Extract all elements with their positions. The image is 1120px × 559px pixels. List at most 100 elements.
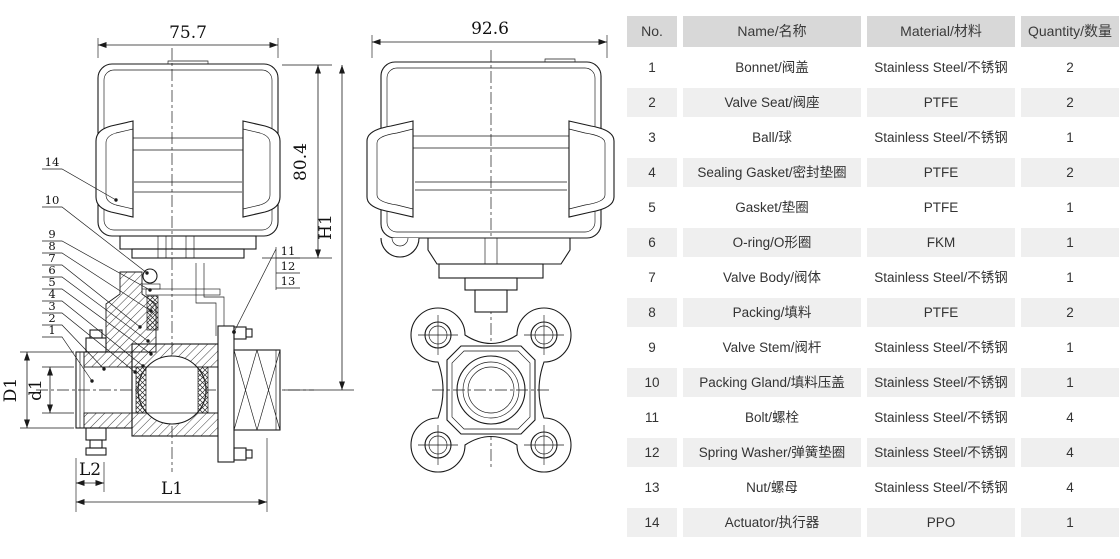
dim-overall-height-label: H1: [316, 214, 336, 240]
callout-9-label: 9: [48, 227, 55, 241]
union-nut: [233, 349, 281, 431]
table-row: 1 Bonnet/阀盖 Stainless Steel/不锈钢 2: [627, 53, 1119, 82]
cell-name: Nut/螺母: [683, 473, 861, 502]
cell-name: Ball/球: [683, 123, 861, 152]
cell-quantity: 1: [1021, 508, 1119, 537]
callout-10-label: 10: [45, 193, 60, 207]
table-row: 7 Valve Body/阀体 Stainless Steel/不锈钢 1: [627, 263, 1119, 292]
flange-bolt-holes: [418, 315, 564, 465]
cell-material: Stainless Steel/不锈钢: [867, 53, 1015, 82]
callout-12-label: 12: [281, 259, 296, 273]
table-row: 13 Nut/螺母 Stainless Steel/不锈钢 4: [627, 473, 1119, 502]
dim-front-width: 92.6: [371, 19, 608, 58]
table-row: 5 Gasket/垫圈 PTFE 1: [627, 193, 1119, 222]
cell-no: 4: [627, 158, 677, 187]
dim-outer-diameter: D1: [1, 351, 74, 429]
valve-seat-right: [197, 366, 209, 414]
cell-quantity: 2: [1021, 88, 1119, 117]
cell-material: Stainless Steel/不锈钢: [867, 123, 1015, 152]
part-callouts-right: 11 12 13: [232, 244, 300, 334]
header-cell-quantity: Quantity/数量: [1021, 16, 1119, 47]
flange-boss: [446, 345, 536, 435]
callout-4-label: 4: [48, 287, 55, 301]
callout-5-label: 5: [48, 275, 55, 289]
dim-actuator-width: 75.7: [97, 23, 279, 58]
dim-actuator-height-label: 80.4: [291, 143, 311, 181]
cell-quantity: 1: [1021, 228, 1119, 257]
dim-overall-height: H1: [284, 65, 354, 391]
cell-material: Stainless Steel/不锈钢: [867, 368, 1015, 397]
callout-1-label: 1: [48, 323, 55, 337]
front-view: 92.6: [366, 19, 615, 473]
cell-quantity: 2: [1021, 298, 1119, 327]
cell-name: Valve Stem/阀杆: [683, 333, 861, 362]
dim-thread-length-label: L2: [79, 460, 101, 480]
dim-bore-diameter-label: d1: [26, 379, 46, 401]
table-body: 1 Bonnet/阀盖 Stainless Steel/不锈钢 2 2 Valv…: [627, 53, 1119, 537]
table-header-row: No. Name/名称 Material/材料 Quantity/数量: [627, 16, 1119, 47]
part-callouts-left: 14 10 9 8 7 6 5 4 3 2 1: [42, 155, 153, 383]
dim-front-width-label: 92.6: [471, 19, 509, 39]
front-wing-right: [568, 120, 615, 218]
flange-end-view: [410, 307, 572, 473]
cell-no: 6: [627, 228, 677, 257]
valve-technical-drawing: 75.7 80.4 H1 D1: [1, 19, 615, 512]
cell-material: PTFE: [867, 158, 1015, 187]
cell-quantity: 4: [1021, 473, 1119, 502]
valve-left-end: [75, 329, 133, 456]
cell-no: 5: [627, 193, 677, 222]
callout-3-label: 3: [48, 299, 55, 313]
cell-material: Stainless Steel/不锈钢: [867, 438, 1015, 467]
header-cell-no: No.: [627, 16, 677, 47]
valve-seat-left: [135, 366, 147, 414]
cell-no: 10: [627, 368, 677, 397]
callout-2-label: 2: [48, 311, 55, 325]
cell-no: 7: [627, 263, 677, 292]
cell-name: Actuator/执行器: [683, 508, 861, 537]
bolt-bottom: [233, 447, 247, 461]
cell-no: 13: [627, 473, 677, 502]
actuator-wing-left: [95, 120, 134, 218]
bonnet-section: [105, 271, 157, 353]
cell-quantity: 1: [1021, 123, 1119, 152]
dim-thread-length: L2: [75, 458, 105, 512]
cell-quantity: 4: [1021, 438, 1119, 467]
cell-no: 12: [627, 438, 677, 467]
table-row: 6 O-ring/O形圈 FKM 1: [627, 228, 1119, 257]
table-row: 10 Packing Gland/填料压盖 Stainless Steel/不锈…: [627, 368, 1119, 397]
header-cell-name: Name/名称: [683, 16, 861, 47]
packing-section: [146, 295, 159, 331]
valve-body-section: [131, 343, 219, 437]
dim-bore-diameter: d1: [26, 366, 74, 414]
table-row: 4 Sealing Gasket/密封垫圈 PTFE 2: [627, 158, 1119, 187]
cell-name: O-ring/O形圈: [683, 228, 861, 257]
technical-drawing-area: 75.7 80.4 H1 D1: [1, 19, 615, 512]
table-row: 2 Valve Seat/阀座 PTFE 2: [627, 88, 1119, 117]
cell-no: 2: [627, 88, 677, 117]
cell-name: Packing Gland/填料压盖: [683, 368, 861, 397]
callout-11-label: 11: [281, 244, 296, 258]
cell-name: Gasket/垫圈: [683, 193, 861, 222]
dim-actuator-width-label: 75.7: [169, 23, 207, 43]
front-actuator-body: [380, 58, 602, 239]
cell-material: PPO: [867, 508, 1015, 537]
cell-no: 9: [627, 333, 677, 362]
actuator-wing-right: [242, 120, 281, 218]
packing-gland-nut: [142, 268, 158, 284]
dim-total-length: L1: [76, 438, 268, 512]
callout-14-label: 14: [45, 155, 60, 169]
table-row: 3 Ball/球 Stainless Steel/不锈钢 1: [627, 123, 1119, 152]
cell-no: 8: [627, 298, 677, 327]
cell-material: Stainless Steel/不锈钢: [867, 333, 1015, 362]
ball-section: [137, 355, 207, 425]
table-row: 11 Bolt/螺栓 Stainless Steel/不锈钢 4: [627, 403, 1119, 432]
dim-actuator-height: 80.4: [262, 64, 332, 259]
cell-name: Packing/填料: [683, 298, 861, 327]
cell-name: Bolt/螺栓: [683, 403, 861, 432]
cell-quantity: 2: [1021, 158, 1119, 187]
callout-7-label: 7: [48, 251, 55, 265]
cell-no: 1: [627, 53, 677, 82]
cell-no: 3: [627, 123, 677, 152]
table-row: 8 Packing/填料 PTFE 2: [627, 298, 1119, 327]
front-stem: [464, 277, 518, 291]
